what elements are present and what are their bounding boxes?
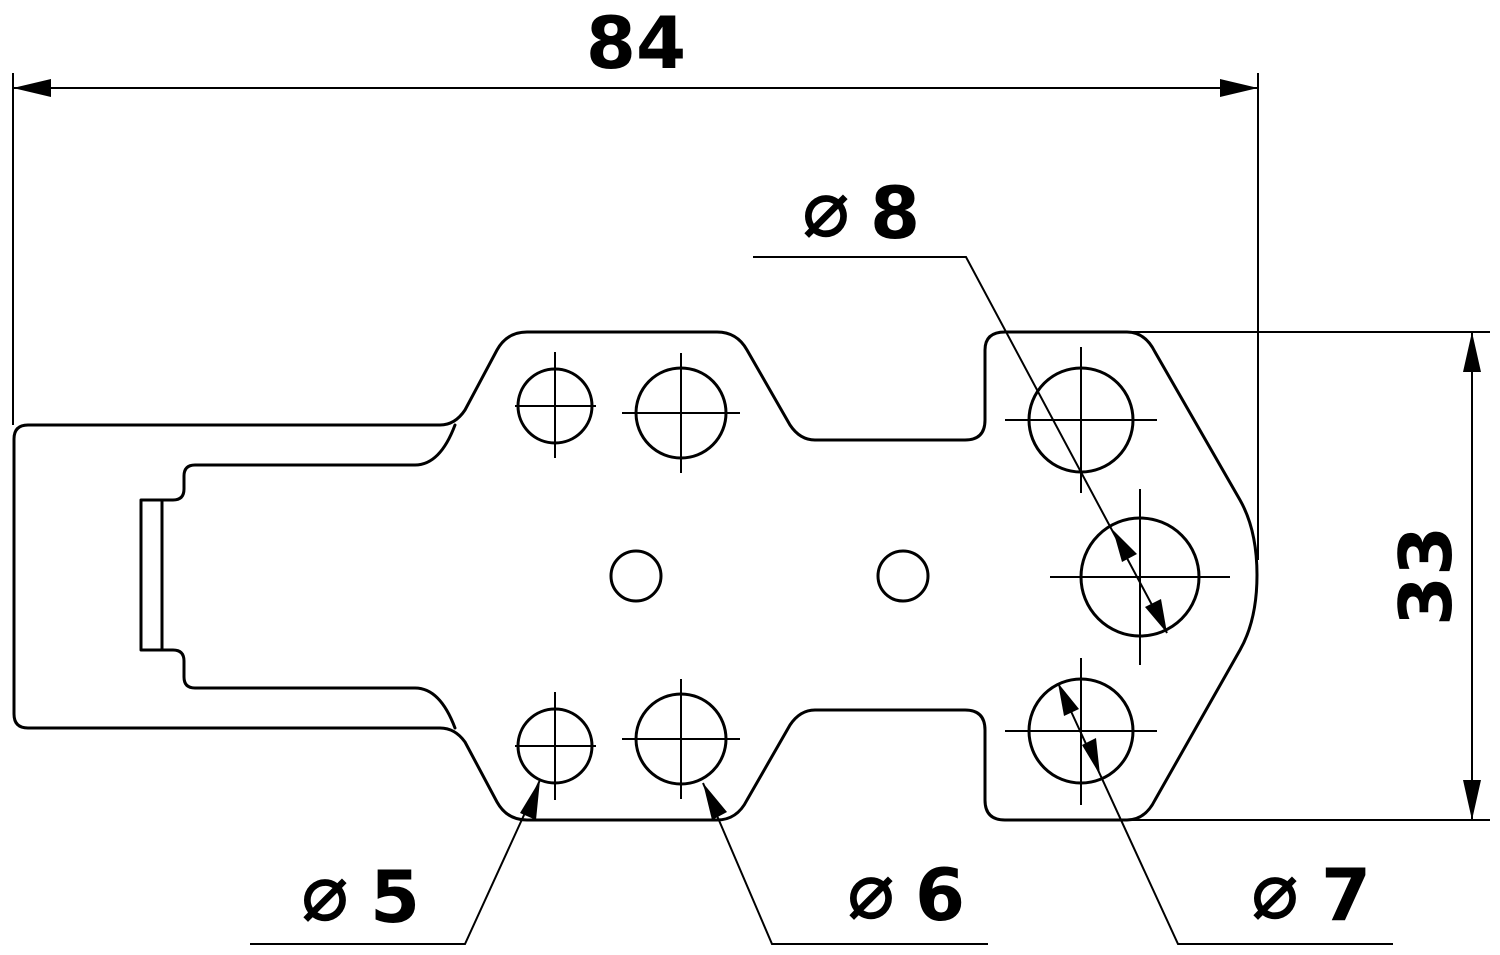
- callout-d7-symbol: ⌀: [1251, 844, 1299, 937]
- hole-d8-right: [1050, 489, 1230, 665]
- callout-d7-leader: [1057, 682, 1393, 945]
- hole-d5-bottom: [515, 692, 596, 800]
- callout-d8-symbol: ⌀: [802, 162, 850, 255]
- height-dimension: [1130, 331, 1490, 821]
- small-hole-left: [609, 549, 663, 603]
- hole-d6-top: [622, 353, 740, 473]
- hole-d6-bottom: [622, 679, 740, 799]
- callout-d8-leader: [753, 256, 1168, 634]
- height-dimension-label: 33: [1384, 526, 1468, 626]
- callout-d7-value: 7: [1321, 853, 1371, 937]
- width-dimension-label: 84: [586, 1, 686, 85]
- small-hole-right: [876, 549, 930, 603]
- callout-d5-symbol: ⌀: [301, 846, 349, 939]
- width-dimension: [12, 73, 1259, 560]
- hole-d5-top: [515, 352, 596, 458]
- callout-d5-value: 5: [370, 855, 420, 939]
- inner-contour: [139, 423, 457, 730]
- part-outline: [12, 330, 1259, 822]
- callout-d6-symbol: ⌀: [847, 844, 895, 937]
- callout-d6-value: 6: [915, 853, 965, 937]
- callout-d5-leader: [250, 779, 541, 945]
- callout-d6-leader: [702, 782, 988, 945]
- callout-d8-value: 8: [870, 171, 920, 255]
